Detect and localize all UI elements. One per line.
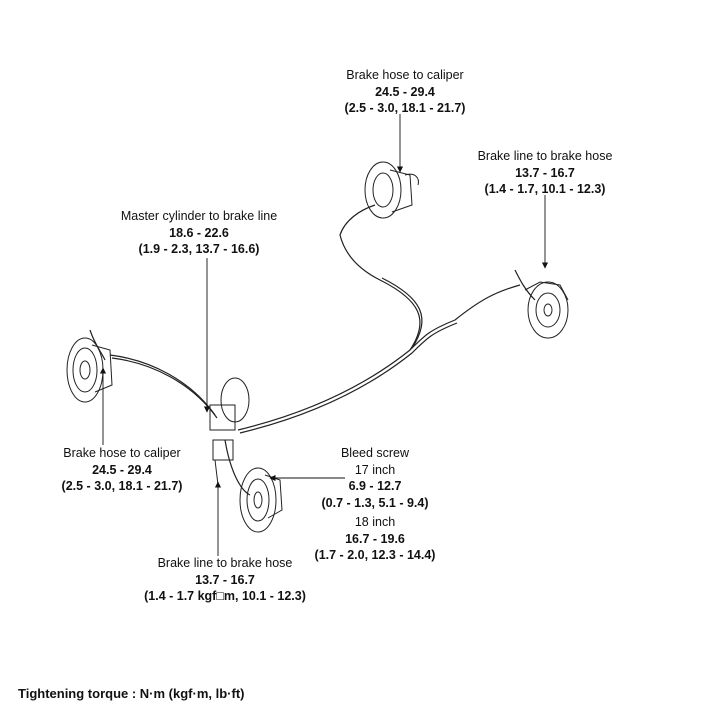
torque-nm: 24.5 - 29.4: [375, 84, 435, 99]
torque-nm: 13.7 - 16.7: [515, 165, 575, 180]
front-right-brake-disc: [239, 467, 283, 533]
wheel-size-17: 17 inch: [354, 462, 396, 477]
torque-nm: 24.5 - 29.4: [92, 462, 152, 477]
torque-alt: (2.5 - 3.0, 18.1 - 21.7): [344, 101, 466, 115]
torque-nm-18: 16.7 - 19.6: [345, 531, 405, 546]
torque-alt-17: (0.7 - 1.3, 5.1 - 9.4): [321, 495, 429, 510]
torque-units-note: Tightening torque : N·m (kgf·m, lb·ft): [18, 686, 245, 701]
torque-alt: (1.4 - 1.7 kgf□m, 10.1 - 12.3): [144, 589, 306, 603]
callout-master-cylinder: Master cylinder to brake line 18.6 - 22.…: [121, 208, 277, 258]
callout-bleed-screw: Bleed screw 17 inch 6.9 - 12.7 (0.7 - 1.…: [315, 445, 436, 564]
torque-nm: 13.7 - 16.7: [195, 572, 255, 587]
leader-lines: [99, 114, 549, 556]
torque-alt-18: (1.7 - 2.0, 12.3 - 14.4): [314, 548, 436, 562]
callout-title: Bleed screw: [340, 446, 410, 460]
rear-left-brake-disc: [364, 161, 419, 219]
callout-front-line-hose: Brake line to brake hose 13.7 - 16.7 (1.…: [144, 555, 306, 605]
callout-front-caliper: Brake hose to caliper 24.5 - 29.4 (2.5 -…: [62, 445, 183, 495]
callout-title: Brake line to brake hose: [157, 556, 293, 570]
torque-alt: (1.9 - 2.3, 13.7 - 16.6): [138, 242, 260, 256]
callout-title: Brake hose to caliper: [346, 68, 464, 82]
callout-title: Brake hose to caliper: [63, 446, 181, 460]
master-cylinder: [209, 377, 250, 486]
callout-title: Master cylinder to brake line: [120, 209, 278, 223]
torque-nm: 18.6 - 22.6: [169, 225, 229, 240]
torque-alt: (2.5 - 3.0, 18.1 - 21.7): [61, 479, 183, 493]
wheel-size-18: 18 inch: [354, 515, 396, 529]
callout-rear-line-hose: Brake line to brake hose 13.7 - 16.7 (1.…: [478, 148, 613, 198]
torque-nm-17: 6.9 - 12.7: [348, 479, 402, 493]
torque-alt: (1.4 - 1.7, 10.1 - 12.3): [484, 182, 606, 196]
callout-rear-caliper-top: Brake hose to caliper 24.5 - 29.4 (2.5 -…: [345, 67, 466, 117]
front-left-brake-disc: [66, 337, 113, 403]
callout-title: Brake line to brake hose: [477, 149, 613, 163]
rear-right-brake-disc: [524, 281, 569, 339]
